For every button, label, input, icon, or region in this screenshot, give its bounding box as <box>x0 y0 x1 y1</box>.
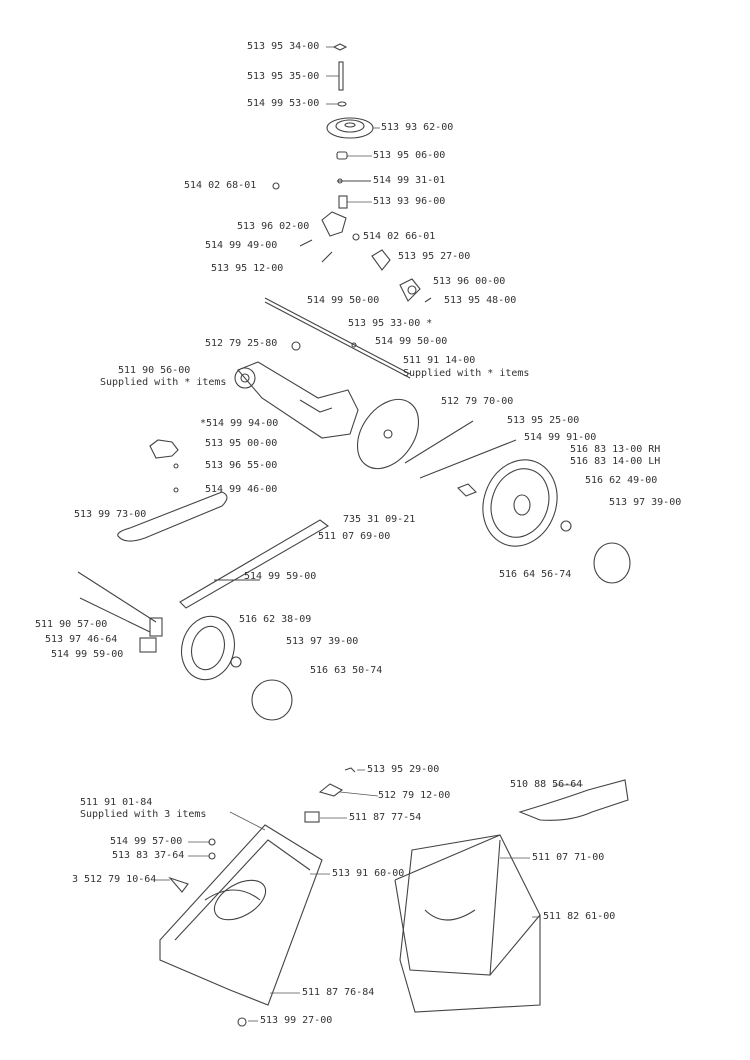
washer-part <box>337 101 347 107</box>
part-label: 513 97 46-64 <box>45 634 118 645</box>
washer-small <box>272 182 280 190</box>
part-label: 514 99 50-00 <box>375 336 448 347</box>
catcher-handle <box>518 779 629 821</box>
drive-housing <box>237 361 359 439</box>
bolt-part <box>332 43 348 51</box>
part-label: 513 97 39-00 <box>609 497 682 508</box>
part-label: 512 79 70-00 <box>441 396 514 407</box>
catcher-frame <box>159 824 323 1006</box>
part-label: 514 02 66-01 <box>363 231 436 242</box>
part-label: 513 95 48-00 <box>444 295 517 306</box>
part-label: 514 99 59-00 <box>51 649 124 660</box>
front-wheel <box>181 615 235 681</box>
pin-part <box>338 61 344 91</box>
part-label: 513 91 60-00 <box>332 868 405 879</box>
part-label: 513 96 55-00 <box>205 460 278 471</box>
part-label: 513 95 33-00 * <box>348 318 433 329</box>
part-label: 511 07 71-00 <box>532 852 605 863</box>
part-label: 513 95 06-00 <box>373 150 446 161</box>
part-label: 513 95 27-00 <box>398 251 471 262</box>
part-label: 735 31 09-21 <box>343 514 416 525</box>
part-label: 513 95 12-00 <box>211 263 284 274</box>
part-label: 513 95 29-00 <box>367 764 440 775</box>
part-label: 514 02 68-01 <box>184 180 257 191</box>
tire-ring <box>593 542 631 584</box>
part-label: 511 90 57-00 <box>35 619 108 630</box>
pulley-part <box>326 117 374 139</box>
part-label: 513 99 27-00 <box>260 1015 333 1026</box>
part-label: 516 63 50-74 <box>310 665 383 676</box>
part-label: 511 07 69-00 <box>318 531 391 542</box>
part-label: 513 97 39-00 <box>286 636 359 647</box>
rear-wheel <box>482 459 558 547</box>
front-tire-ring <box>251 679 293 721</box>
part-label: 513 99 73-00 <box>74 509 147 520</box>
part-label: 513 95 34-00 <box>247 41 320 52</box>
part-label: 511 87 76-84 <box>302 987 375 998</box>
part-label: 511 82 61-00 <box>543 911 616 922</box>
part-label: 513 96 00-00 <box>433 276 506 287</box>
axle-rod <box>264 297 411 375</box>
part-label: 511 90 56-00 <box>118 365 191 376</box>
gear-part <box>149 439 179 459</box>
part-label: 512 79 25-80 <box>205 338 278 349</box>
part-label: 510 88 56-64 <box>510 779 583 790</box>
part-label: 514 99 91-00 <box>524 432 597 443</box>
part-label: 514 99 31-01 <box>373 175 446 186</box>
part-label: 514 99 46-00 <box>205 484 278 495</box>
part-label: 512 79 12-00 <box>378 790 451 801</box>
part-label: 513 95 25-00 <box>507 415 580 426</box>
part-label: 516 62 38-09 <box>239 614 312 625</box>
part-label: 514 99 49-00 <box>205 240 278 251</box>
part-label: 513 93 62-00 <box>381 122 454 133</box>
part-label: *514 99 94-00 <box>200 418 279 429</box>
drive-disc <box>356 398 420 470</box>
part-label: 511 87 77-54 <box>349 812 422 823</box>
part-label: 513 83 37-64 <box>112 850 185 861</box>
bushing-part <box>336 151 348 160</box>
bracket-part <box>321 211 347 237</box>
part-label: 511 91 14-00 <box>403 355 476 366</box>
lever-part <box>179 519 329 609</box>
front-axle <box>77 571 157 623</box>
part-label: 513 95 00-00 <box>205 438 278 449</box>
part-label: Supplied with * items <box>100 377 227 388</box>
part-label: 513 95 35-00 <box>247 71 320 82</box>
grass-bag <box>399 834 541 1013</box>
part-label: 516 62 49-00 <box>585 475 658 486</box>
part-label: Supplied with 3 items <box>80 809 207 820</box>
part-label: 516 64 56-74 <box>499 569 572 580</box>
part-label: 514 99 57-00 <box>110 836 183 847</box>
drive-belt <box>117 491 228 542</box>
part-label: Supplied with * items <box>403 368 530 379</box>
part-label: 516 83 14-00 LH <box>570 456 661 467</box>
part-label: 513 96 02-00 <box>237 221 310 232</box>
part-label: 514 99 50-00 <box>307 295 380 306</box>
part-label: 511 91 01-84 <box>80 797 153 808</box>
part-label: 3 512 79 10-64 <box>72 874 157 885</box>
part-label: 513 93 96-00 <box>373 196 446 207</box>
part-label: 514 99 53-00 <box>247 98 320 109</box>
part-label: 514 99 59-00 <box>244 571 317 582</box>
part-label: 516 83 13-00 RH <box>570 444 661 455</box>
